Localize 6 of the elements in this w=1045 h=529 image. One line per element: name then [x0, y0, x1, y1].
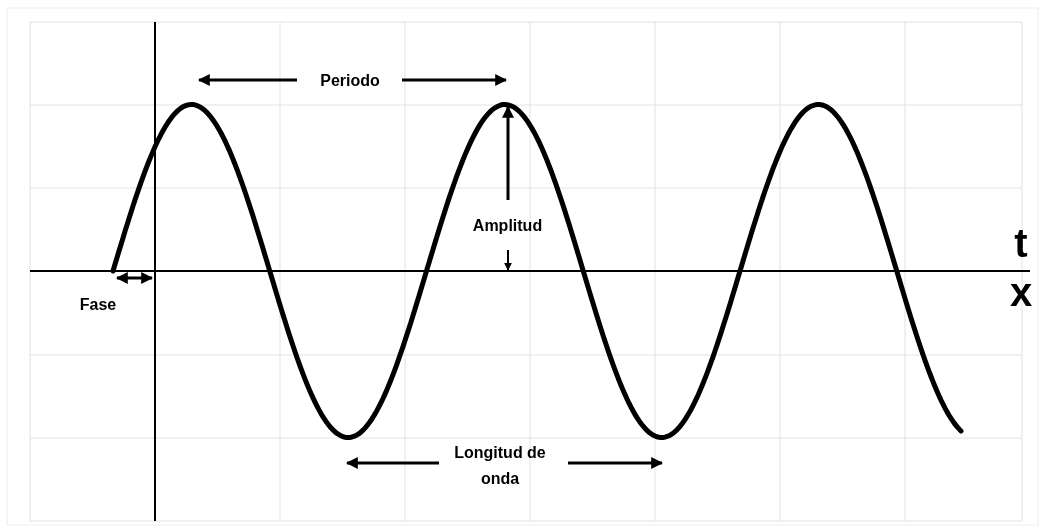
- measurement-label: Longitud de onda: [453, 443, 547, 489]
- measurement-label: Periodo: [319, 71, 381, 91]
- measurement-label: Amplitud: [471, 216, 544, 236]
- axis-label: x: [1008, 272, 1034, 312]
- measurement-label: Fase: [78, 295, 118, 315]
- axis-label: t: [1013, 223, 1029, 263]
